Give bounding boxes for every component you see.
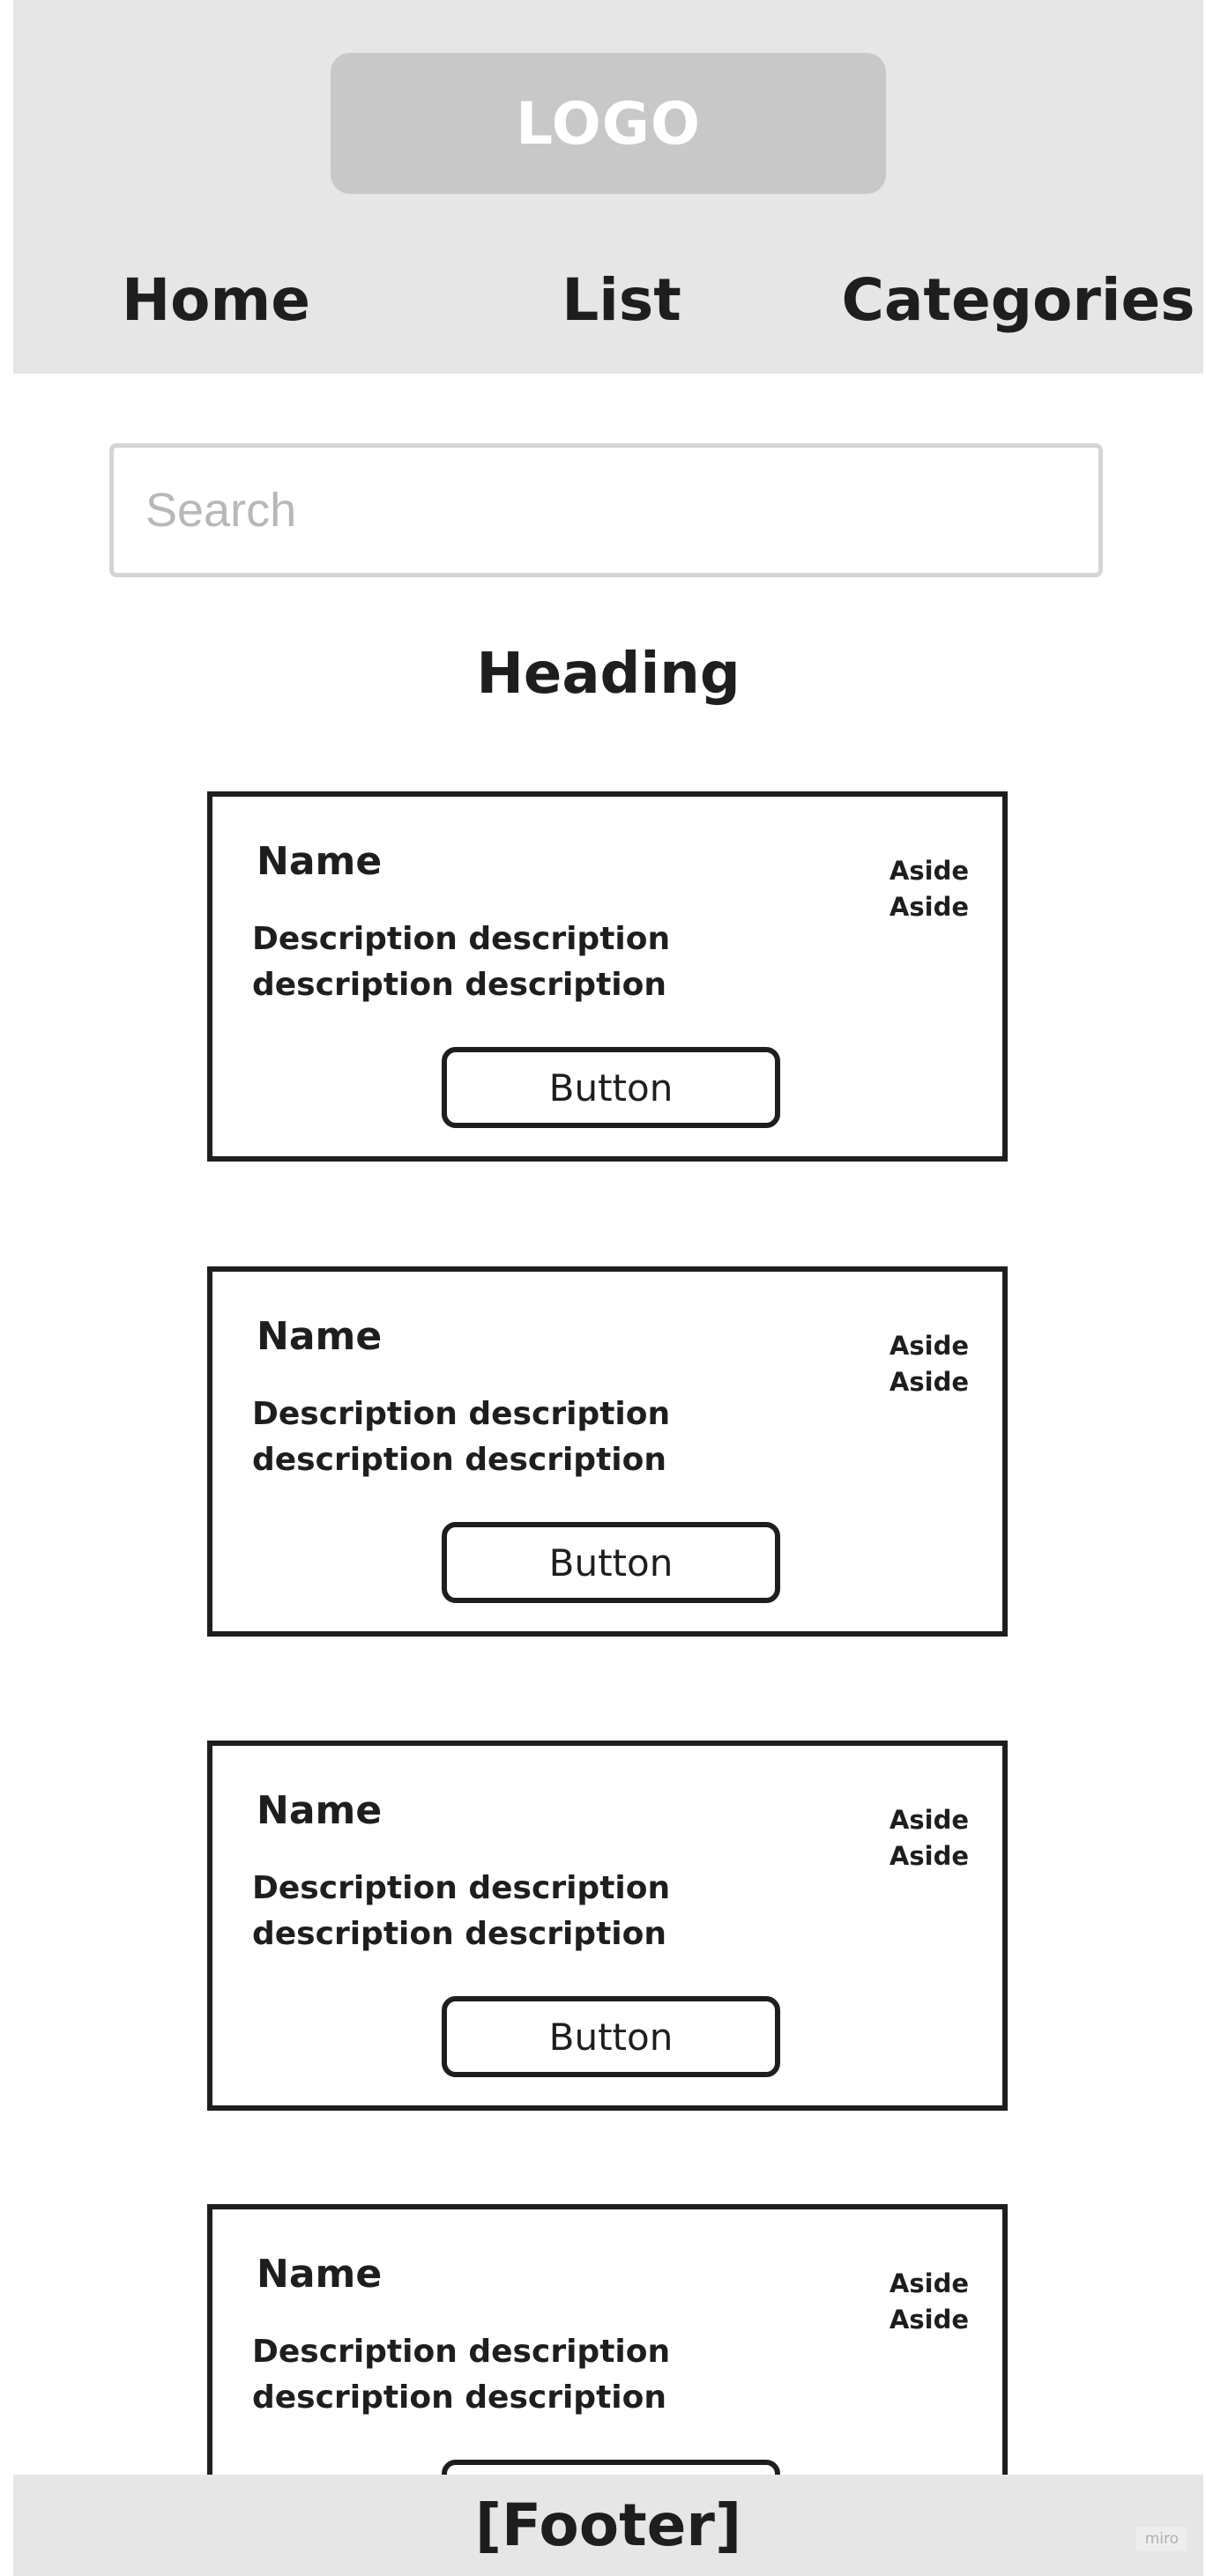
card-name: Name <box>257 2252 383 2297</box>
footer: [Footer] miro <box>13 2475 1203 2576</box>
card-name: Name <box>257 1788 383 1833</box>
card-aside-line: Aside <box>889 1805 969 1835</box>
card-description: Description description description desc… <box>252 921 671 1003</box>
card: Name Aside Aside Description description… <box>207 791 1008 1162</box>
card-button[interactable]: Button <box>442 1996 780 2077</box>
card-aside: Aside Aside <box>890 1802 969 1874</box>
nav-categories[interactable]: Categories <box>841 265 1195 334</box>
card-description: Description description description desc… <box>252 1870 671 1952</box>
search-input[interactable] <box>109 443 1103 577</box>
card-button[interactable]: Button <box>442 1522 780 1603</box>
footer-text: [Footer] <box>474 2491 742 2559</box>
card-aside-line: Aside <box>889 2268 969 2298</box>
logo[interactable]: LOGO <box>331 53 886 194</box>
watermark: miro <box>1135 2527 1187 2551</box>
card-aside-line: Aside <box>889 892 969 922</box>
card-name: Name <box>257 839 383 884</box>
card-aside-line: Aside <box>889 856 969 886</box>
card-aside: Aside Aside <box>890 2266 969 2338</box>
card-name: Name <box>257 1314 383 1359</box>
header: LOGO Home List Categories <box>13 0 1203 374</box>
card-aside-line: Aside <box>889 1331 969 1361</box>
nav-home[interactable]: Home <box>121 265 311 334</box>
card-aside-line: Aside <box>889 1367 969 1397</box>
card-aside: Aside Aside <box>890 1328 969 1400</box>
card-button[interactable]: Button <box>442 1047 780 1128</box>
card-description: Description description description desc… <box>252 2334 671 2416</box>
nav-list[interactable]: List <box>562 265 681 334</box>
card-description: Description description description desc… <box>252 1396 671 1478</box>
card-aside-line: Aside <box>889 2305 969 2335</box>
card: Name Aside Aside Description description… <box>207 1741 1008 2111</box>
page-heading: Heading <box>476 642 741 707</box>
card-aside: Aside Aside <box>890 853 969 925</box>
card-aside-line: Aside <box>889 1841 969 1871</box>
card: Name Aside Aside Description description… <box>207 1266 1008 1637</box>
